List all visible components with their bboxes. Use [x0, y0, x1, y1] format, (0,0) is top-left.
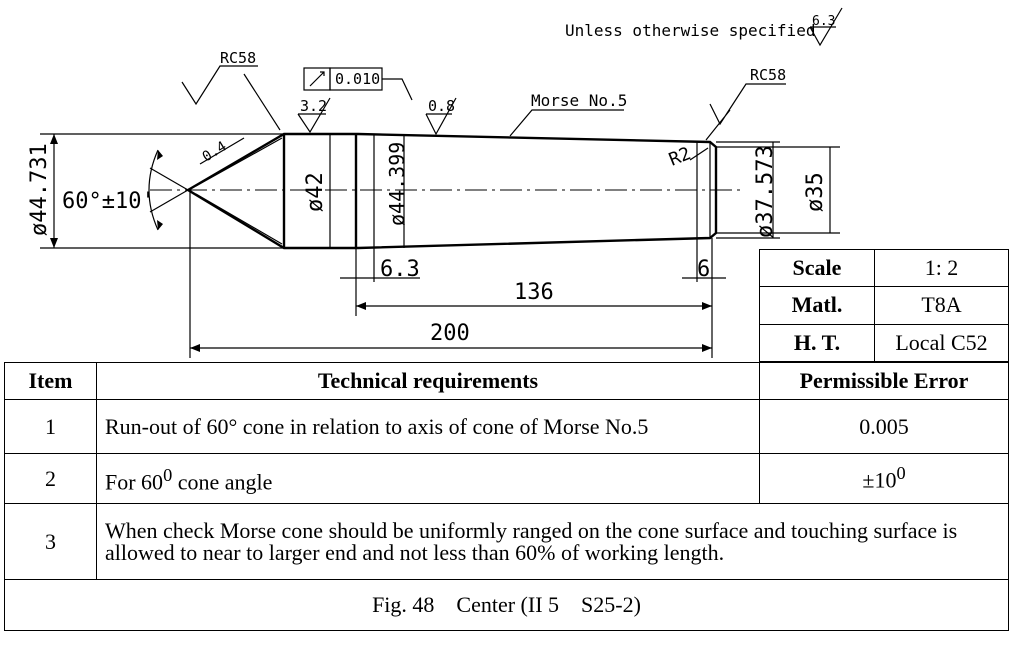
hardness-symbol-right	[705, 83, 786, 141]
dim-len-6-3: 6.3	[380, 257, 420, 282]
general-roughness-note: Unless otherwise specified	[565, 21, 815, 40]
roughness-symbol-cone-face	[297, 97, 331, 134]
requirements-header: Item Technical requirements Permissible …	[4, 362, 1009, 400]
title-value: 1: 2	[874, 248, 1009, 288]
title-row-heat-treatment: H. T. Local C52	[759, 323, 1009, 363]
dim-dia-44731-lines	[40, 133, 284, 249]
taper-label: Morse No.5	[531, 91, 627, 110]
title-value: T8A	[874, 286, 1009, 325]
fillet-label: R2	[666, 143, 694, 171]
dim-len-136: 136	[514, 280, 554, 305]
dim-dia-35: ø35	[803, 172, 828, 212]
title-block: Scale 1: 2 Matl. T8A H. T. Local C52	[759, 248, 1009, 363]
header-error: Permissible Error	[759, 362, 1009, 400]
row-error: 0.005	[759, 399, 1009, 454]
title-key: Matl.	[759, 286, 875, 325]
table-row: 3 When check Morse cone should be unifor…	[4, 503, 1009, 580]
requirements-table: Item Technical requirements Permissible …	[4, 362, 1009, 631]
general-roughness-value: 6.3	[812, 14, 835, 29]
caption-row: Fig. 48 Center (II 5 S25-2)	[4, 579, 1009, 631]
fillet-leader	[689, 147, 709, 161]
dim-right-diameters-lines	[716, 141, 840, 239]
dim-len-6: 6	[697, 257, 710, 282]
title-key: Scale	[759, 248, 875, 288]
row-requirement: Run-out of 60° cone in relation to axis …	[96, 399, 760, 454]
title-row-scale: Scale 1: 2	[759, 248, 1009, 288]
table-row: 2 For 600 cone angle ±100	[4, 453, 1009, 504]
length-dimension-lines	[189, 190, 726, 358]
figure-caption: Fig. 48 Center (II 5 S25-2)	[4, 579, 1009, 631]
dim-dia-37573: ø37.573	[753, 145, 778, 238]
header-requirement: Technical requirements	[96, 362, 760, 400]
roughness-cone-face: 3.2	[300, 97, 327, 115]
dim-len-200: 200	[430, 321, 470, 346]
runout-tolerance-frame	[303, 67, 413, 101]
chamfer-leader	[199, 137, 245, 165]
hardness-symbol-left	[181, 65, 281, 131]
row-item: 3	[4, 503, 97, 580]
row-item: 2	[4, 453, 97, 504]
header-item: Item	[4, 362, 97, 400]
taper-leader	[509, 109, 624, 137]
dim-dia-42: ø42	[303, 172, 328, 212]
part-outline	[185, 132, 718, 250]
dim-cone-angle: 60°±10'	[62, 189, 155, 214]
runout-tolerance: 0.010	[335, 70, 380, 88]
cone-angle-dimension: 60°±10'	[62, 149, 189, 231]
title-key: H. T.	[759, 323, 875, 363]
dim-dia-44399: ø44.399	[385, 142, 409, 226]
hardness-left: RC58	[220, 49, 256, 67]
table-row: 1 Run-out of 60° cone in relation to axi…	[4, 399, 1009, 454]
row-requirement: For 600 cone angle	[96, 453, 760, 504]
roughness-taper: 0.8	[428, 97, 455, 115]
dim-dia-44731: ø44.731	[27, 143, 52, 236]
hardness-right: RC58	[750, 66, 786, 84]
roughness-symbol-general	[809, 7, 843, 47]
row-item: 1	[4, 399, 97, 454]
roughness-symbol-taper	[425, 97, 457, 136]
row-requirement: When check Morse cone should be uniforml…	[96, 503, 1009, 580]
row-error: ±100	[759, 453, 1009, 504]
title-row-material: Matl. T8A	[759, 286, 1009, 325]
title-value: Local C52	[874, 323, 1009, 363]
